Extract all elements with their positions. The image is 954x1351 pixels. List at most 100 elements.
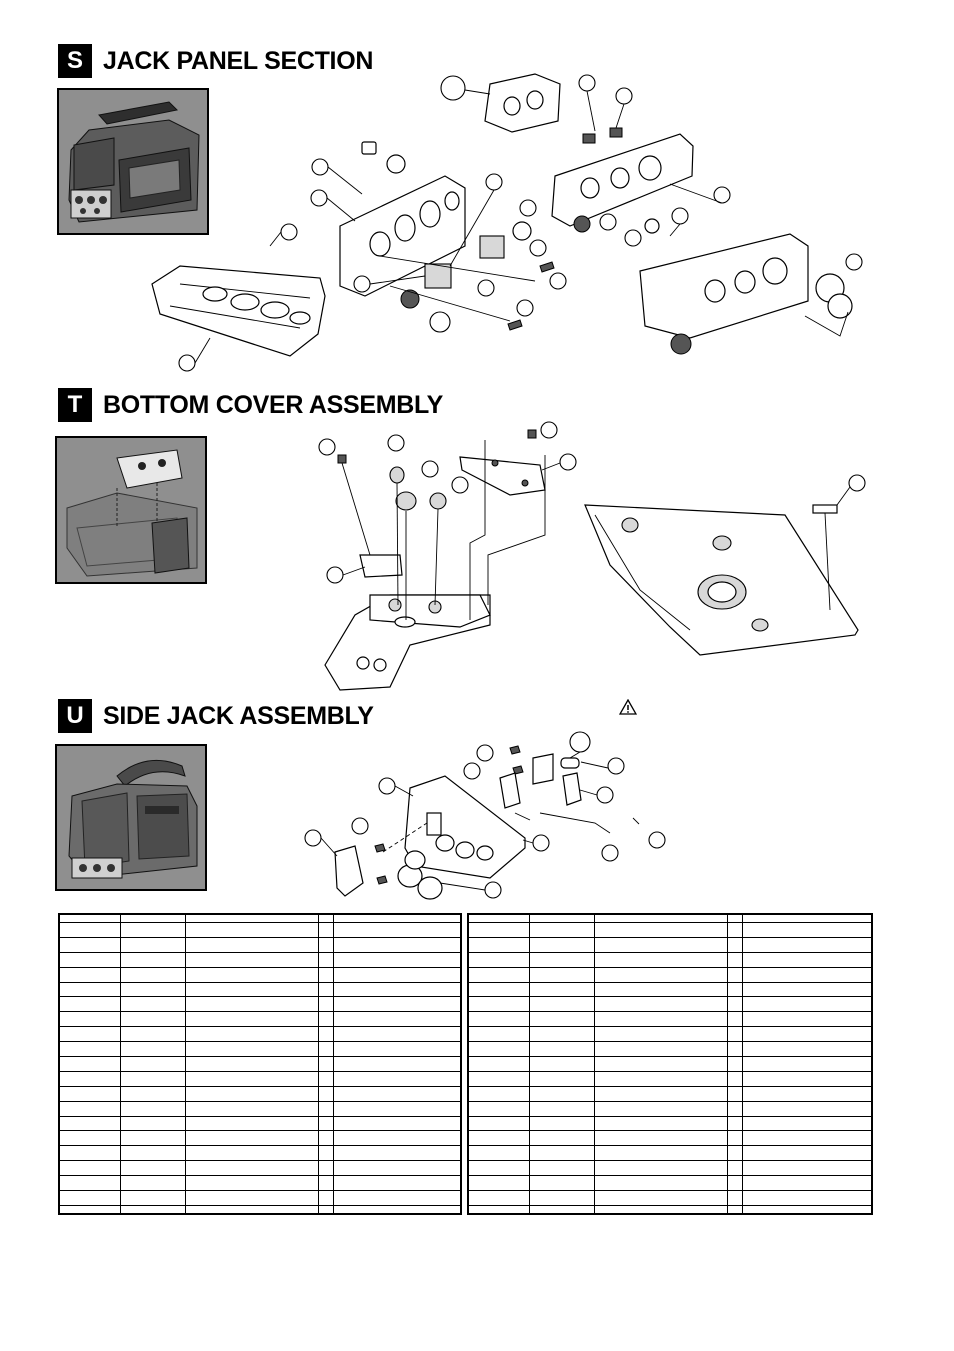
table-cell (60, 1101, 121, 1117)
table-cell (60, 1011, 121, 1028)
table-cell (185, 1071, 319, 1087)
table-cell (333, 1086, 460, 1102)
table-cell (529, 1130, 595, 1147)
table-cell (318, 1026, 334, 1043)
table-cell (529, 1026, 595, 1043)
table-cell (333, 1175, 460, 1191)
table-cell (469, 1175, 530, 1191)
table-cell (318, 1101, 334, 1117)
section-title: BOTTOM COVER ASSEMBLY (103, 390, 444, 419)
table-cell (594, 1190, 728, 1206)
table-cell (742, 1101, 871, 1117)
table-cell (318, 1071, 334, 1087)
table-row (60, 1041, 460, 1057)
table-cell (333, 967, 460, 983)
table-cell (594, 1145, 728, 1162)
table-cell (318, 1175, 334, 1191)
table-cell (529, 1116, 595, 1132)
table-cell (120, 1086, 186, 1102)
table-cell (594, 1041, 728, 1057)
table-cell (60, 1041, 121, 1057)
table-cell (185, 1205, 319, 1213)
table-cell (742, 1160, 871, 1177)
table-cell (333, 1130, 460, 1147)
table-cell (60, 1145, 121, 1162)
side-jack-illustration (57, 746, 205, 889)
table-cell (60, 1116, 121, 1132)
table-cell (185, 1116, 319, 1132)
table-cell (594, 1175, 728, 1191)
table-cell (742, 1026, 871, 1043)
table-cell (120, 996, 186, 1013)
table-row (469, 982, 871, 998)
table-cell (333, 1205, 460, 1213)
table-row (60, 996, 460, 1013)
table-cell (594, 967, 728, 983)
table-row (469, 1011, 871, 1028)
table-cell (318, 1205, 334, 1213)
callout-markers (318, 421, 866, 584)
table-cell (318, 996, 334, 1013)
table-row (469, 1205, 871, 1213)
table-cell (594, 1101, 728, 1117)
table-cell (60, 952, 121, 968)
table-cell (120, 915, 186, 923)
table-row (469, 1071, 871, 1087)
table-row (60, 1145, 460, 1162)
table-cell (529, 1175, 595, 1191)
table-cell (727, 967, 743, 983)
table-cell (529, 1160, 595, 1177)
table-cell (469, 915, 530, 923)
table-cell (594, 996, 728, 1013)
table-cell (185, 922, 319, 938)
callout-markers (178, 74, 863, 372)
table-cell (318, 1056, 334, 1072)
leader-lines (194, 89, 723, 364)
table-cell (185, 1056, 319, 1072)
table-cell (60, 1205, 121, 1213)
table-cell (529, 1056, 595, 1072)
table-cell (333, 1145, 460, 1162)
table-cell (742, 996, 871, 1013)
table-cell (185, 1041, 319, 1057)
table-cell (469, 1026, 530, 1043)
table-row (60, 915, 460, 923)
table-cell (60, 967, 121, 983)
table-cell (120, 1116, 186, 1132)
table-row (60, 922, 460, 938)
table-cell (742, 1175, 871, 1191)
table-cell (469, 1130, 530, 1147)
table-cell (469, 1116, 530, 1132)
table-cell (742, 937, 871, 953)
table-cell (60, 1086, 121, 1102)
table-cell (60, 982, 121, 998)
table-cell (727, 1130, 743, 1147)
table-row (60, 1190, 460, 1206)
section-title: SIDE JACK ASSEMBLY (103, 701, 374, 730)
table-row (469, 915, 871, 923)
table-cell (120, 1145, 186, 1162)
side-jack-exploded-diagram (304, 731, 666, 900)
table-cell (469, 1056, 530, 1072)
table-cell (185, 1130, 319, 1147)
table-cell (185, 982, 319, 998)
table-cell (120, 1175, 186, 1191)
table-cell (318, 1011, 334, 1028)
section-badge: T (58, 388, 92, 422)
section-badge: U (58, 699, 92, 733)
table-cell (469, 937, 530, 953)
table-cell (60, 996, 121, 1013)
table-cell (469, 1086, 530, 1102)
table-cell (727, 1145, 743, 1162)
table-cell (594, 1056, 728, 1072)
table-cell (60, 1130, 121, 1147)
table-row (469, 996, 871, 1013)
table-cell (60, 1160, 121, 1177)
table-cell (333, 1056, 460, 1072)
table-cell (529, 1205, 595, 1213)
table-cell (120, 1056, 186, 1072)
table-cell (333, 1116, 460, 1132)
table-cell (333, 1026, 460, 1043)
table-cell (469, 1071, 530, 1087)
table-cell (594, 1116, 728, 1132)
